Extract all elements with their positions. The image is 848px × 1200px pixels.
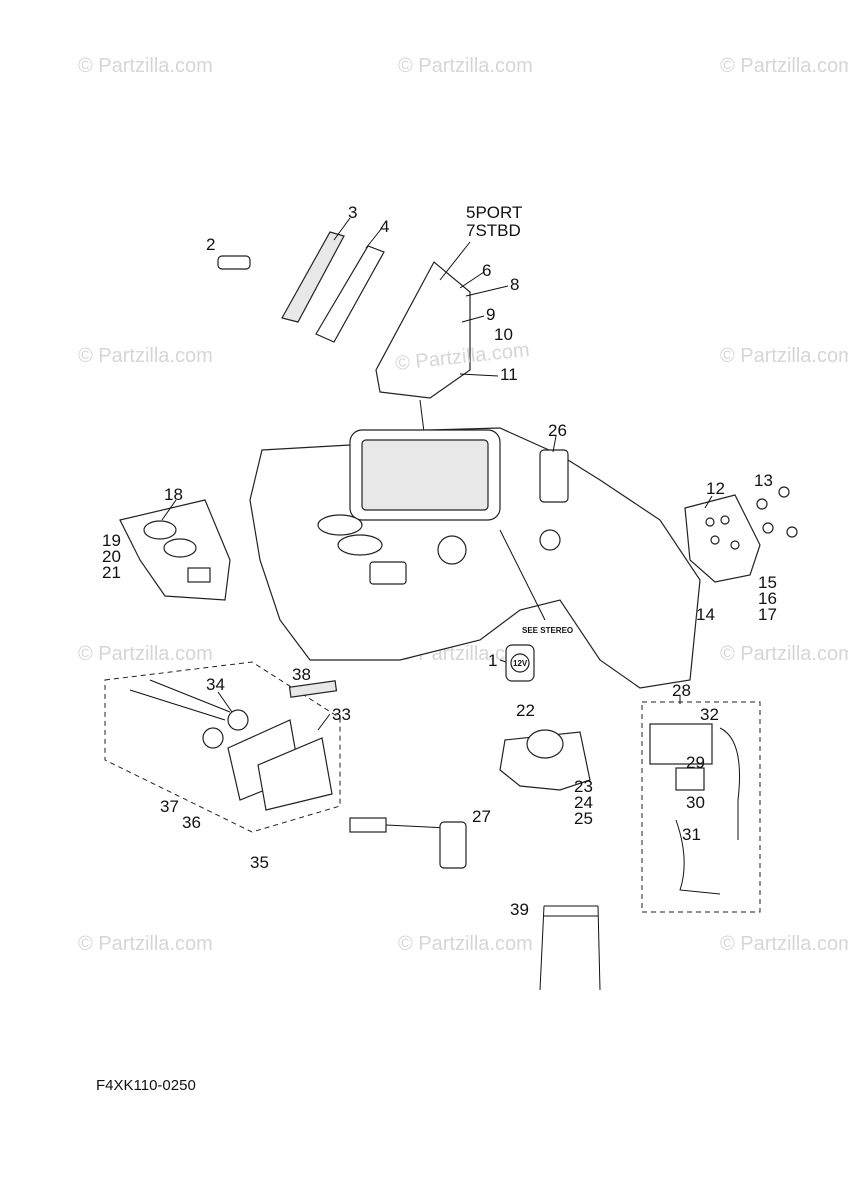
watermark-10: © Partzilla.com [398, 933, 533, 955]
callout-5port: 5PORT [466, 203, 522, 222]
callout-15: 15 [758, 573, 777, 592]
callout-26: 26 [548, 421, 567, 440]
watermark-2: © Partzilla.com [398, 55, 533, 77]
callout-39: 39 [510, 900, 529, 919]
watermark-4: © Partzilla.com [78, 345, 213, 367]
callout-16: 16 [758, 589, 777, 608]
console-screen [361, 439, 489, 511]
remote-base-part [499, 731, 591, 791]
callout-28: 28 [672, 681, 691, 700]
callout-32: 32 [700, 705, 719, 724]
connector-27 [349, 817, 467, 869]
callout-20: 20 [102, 547, 121, 566]
usb-port: 12V SEE STEREO [505, 626, 573, 682]
callout-27: 27 [472, 807, 491, 826]
callout-37: 37 [160, 797, 179, 816]
kill-switch-group [641, 701, 761, 913]
callout-36: 36 [182, 813, 201, 832]
see-stereo-label: SEE STEREO [522, 626, 573, 635]
callout-8: 8 [510, 275, 519, 294]
watermark-6: © Partzilla.com [78, 643, 213, 665]
watermark-9: © Partzilla.com [78, 933, 213, 955]
label-38-part [288, 680, 338, 698]
callout-14: 14 [696, 605, 715, 624]
callout-35: 35 [250, 853, 269, 872]
display-cover-part [281, 231, 345, 323]
diagram-code: F4XK110-0250 [96, 1077, 196, 1094]
callout-11: 11 [500, 365, 518, 384]
callout-38: 38 [292, 665, 311, 684]
callout-4: 4 [380, 217, 389, 236]
callout-30: 30 [686, 793, 705, 812]
phone-holder-part [539, 449, 569, 503]
console-body [249, 427, 701, 689]
switch-panel-bezel [257, 737, 333, 811]
callouts: 1 2 3 4 5PORT 7STBD 6 8 9 10 11 12 13 14… [102, 203, 777, 919]
callout-19: 19 [102, 531, 121, 550]
callout-3: 3 [348, 203, 357, 222]
callout-10: 10 [494, 325, 513, 344]
clip-part [217, 255, 251, 270]
callout-29: 29 [686, 753, 705, 772]
callout-34: 34 [206, 675, 225, 694]
callout-7stbd: 7STBD [466, 221, 521, 240]
callout-13: 13 [754, 471, 773, 490]
lanyard-coil [544, 905, 598, 917]
lanyard-39 [539, 905, 601, 991]
leader-lines [161, 217, 713, 731]
watermark-11: © Partzilla.com [720, 933, 848, 955]
callout-33: 33 [332, 705, 351, 724]
kill-switch-body [649, 723, 713, 765]
connector-plug-part [349, 817, 387, 833]
callout-12: 12 [706, 479, 725, 498]
callout-25: 25 [574, 809, 593, 828]
plate-12 [684, 486, 798, 583]
plate-right-part [684, 494, 761, 583]
callout-21: 21 [102, 563, 121, 582]
kill-switch-frame [641, 701, 761, 913]
display-screen-part [315, 245, 385, 343]
remote-22 [499, 729, 591, 791]
callout-2: 2 [206, 235, 215, 254]
connector-body-part [439, 821, 467, 869]
display-assembly [217, 231, 471, 441]
callout-18: 18 [164, 485, 183, 504]
watermark-1: © Partzilla.com [78, 55, 213, 77]
watermark-5: © Partzilla.com [720, 345, 848, 367]
usb-label: 12V [513, 659, 528, 668]
plate-18 [119, 499, 231, 601]
display-bracket-part [375, 261, 471, 399]
watermarks: © Partzilla.com © Partzilla.com © Partzi… [78, 55, 848, 955]
callout-31: 31 [682, 825, 701, 844]
switch-panel-frame [104, 661, 341, 833]
watermark-8: © Partzilla.com [720, 643, 848, 665]
callout-24: 24 [574, 793, 593, 812]
callout-17: 17 [758, 605, 777, 624]
watermark-3: © Partzilla.com [720, 55, 848, 77]
callout-22: 22 [516, 701, 535, 720]
callout-1: 1 [488, 651, 497, 670]
callout-23: 23 [574, 777, 593, 796]
callout-6: 6 [482, 261, 491, 280]
switch-panel-group [104, 661, 341, 833]
callout-9: 9 [486, 305, 495, 324]
